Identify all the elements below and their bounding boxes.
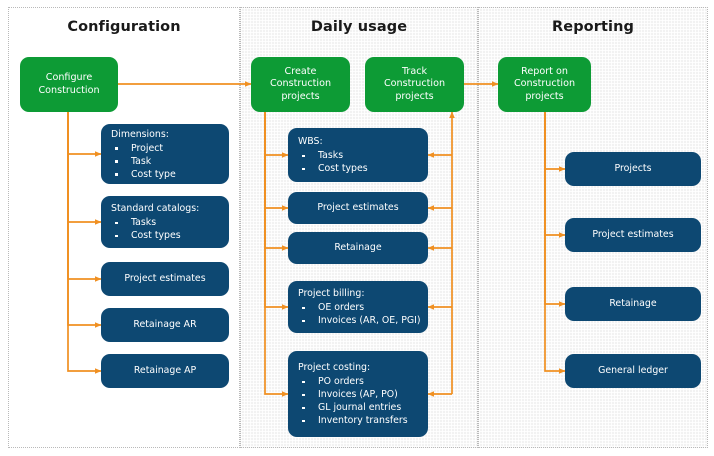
bullet-item: GL journal entries	[298, 401, 420, 414]
bullet-item: PO orders	[298, 375, 420, 388]
lane-title-daily-usage: Daily usage	[310, 19, 408, 35]
node-configure-construction-line1: Configure	[45, 72, 93, 84]
node-track-line1: Track	[401, 65, 428, 77]
node-configure-construction[interactable]: Configure Construction	[20, 57, 118, 112]
node-cfg-dimensions-heading: Dimensions:	[111, 128, 169, 140]
node-report-on-construction-projects[interactable]: Report on Construction projects	[498, 57, 591, 112]
node-du-project-costing[interactable]: Project costing: PO orders Invoices (AP,…	[288, 351, 428, 437]
node-du-retainage[interactable]: Retainage	[288, 232, 428, 264]
node-cfg-dimensions[interactable]: Dimensions: Project Task Cost type	[101, 124, 229, 184]
node-cfg-project-estimates[interactable]: Project estimates	[101, 262, 229, 296]
node-du-project-costing-heading: Project costing:	[298, 362, 371, 373]
node-du-retainage-label: Retainage	[334, 241, 382, 253]
node-rp-project-estimates[interactable]: Project estimates	[565, 218, 701, 252]
node-track-line3: projects	[395, 90, 434, 102]
node-rp-projects-label: Projects	[614, 162, 652, 174]
node-cfg-retainage-ap-label: Retainage AP	[133, 364, 197, 376]
node-rp-projects[interactable]: Projects	[565, 152, 701, 186]
node-du-project-estimates[interactable]: Project estimates	[288, 192, 428, 224]
bullet-item: Task	[111, 155, 221, 168]
node-create-line2: Construction	[269, 78, 332, 90]
node-track-line2: Construction	[383, 78, 446, 90]
bullet-item: Tasks	[298, 149, 420, 162]
bullet-item: Cost type	[111, 168, 221, 181]
bullet-item: Invoices (AR, OE, PGI)	[298, 314, 421, 327]
bullet-item: Cost types	[298, 162, 420, 175]
node-du-wbs-heading: WBS:	[298, 136, 323, 147]
node-rp-retainage[interactable]: Retainage	[565, 287, 701, 321]
node-rp-retainage-label: Retainage	[609, 297, 657, 309]
lane-title-reporting: Reporting	[552, 19, 634, 35]
node-du-project-estimates-label: Project estimates	[317, 201, 399, 213]
bullet-item: OE orders	[298, 301, 420, 314]
bullet-item: Invoices (AP, PO)	[298, 388, 420, 401]
node-track-construction-projects[interactable]: Track Construction projects	[365, 57, 464, 112]
node-du-project-costing-bullets: PO orders Invoices (AP, PO) GL journal e…	[288, 375, 428, 427]
node-report-line3: projects	[525, 90, 564, 102]
node-du-project-billing[interactable]: Project billing: OE orders Invoices (AR,…	[288, 281, 428, 333]
node-cfg-standard-catalogs[interactable]: Standard catalogs: Tasks Cost types	[101, 196, 229, 248]
node-du-wbs[interactable]: WBS: Tasks Cost types	[288, 128, 428, 182]
lane-title-configuration: Configuration	[67, 19, 181, 35]
node-cfg-retainage-ar-label: Retainage AR	[133, 318, 197, 330]
node-rp-project-estimates-label: Project estimates	[592, 228, 674, 240]
bullet-item: Project	[111, 142, 221, 155]
node-rp-general-ledger-label: General ledger	[598, 364, 668, 376]
node-rp-general-ledger[interactable]: General ledger	[565, 354, 701, 388]
node-cfg-dimensions-bullets: Project Task Cost type	[101, 142, 229, 181]
node-cfg-project-estimates-label: Project estimates	[124, 272, 206, 284]
node-create-line1: Create	[284, 65, 317, 77]
node-configure-construction-line2: Construction	[38, 84, 100, 96]
node-cfg-retainage-ar[interactable]: Retainage AR	[101, 308, 229, 342]
node-report-line1: Report on	[521, 65, 568, 77]
node-cfg-retainage-ap[interactable]: Retainage AP	[101, 354, 229, 388]
node-report-line2: Construction	[513, 78, 576, 90]
node-du-project-billing-heading: Project billing:	[298, 288, 365, 299]
bullet-item: Tasks	[111, 216, 221, 229]
bullet-item: Inventory transfers	[298, 414, 420, 427]
node-du-project-billing-bullets: OE orders Invoices (AR, OE, PGI)	[288, 301, 428, 327]
node-create-line3: projects	[281, 90, 320, 102]
node-create-construction-projects[interactable]: Create Construction projects	[251, 57, 350, 112]
node-cfg-standard-catalogs-bullets: Tasks Cost types	[101, 216, 229, 242]
bullet-item: Cost types	[111, 229, 221, 242]
node-cfg-standard-catalogs-heading: Standard catalogs:	[111, 203, 200, 214]
node-du-wbs-bullets: Tasks Cost types	[288, 149, 428, 175]
